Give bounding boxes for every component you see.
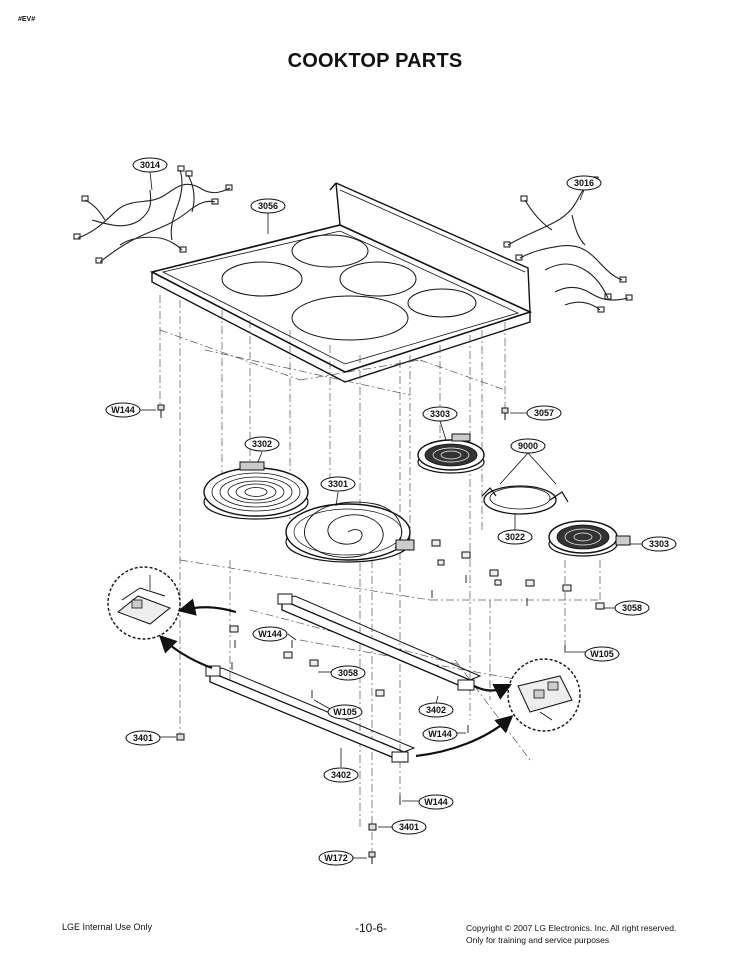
footer-copyright: Copyright © 2007 LG Electronics. Inc. Al… — [466, 922, 676, 946]
heating-element-3302 — [203, 461, 309, 520]
heating-element-3303-upper — [417, 433, 485, 474]
callout-w144-mid: W144 — [252, 626, 288, 642]
svg-text:W105: W105 — [333, 707, 357, 717]
callout-w144-right: W144 — [422, 726, 458, 742]
support-rail-upper — [277, 593, 482, 691]
svg-text:3016: 3016 — [574, 178, 594, 188]
svg-text:3056: 3056 — [258, 201, 278, 211]
callout-3014: 3014 — [132, 157, 168, 173]
mounting-clips — [229, 539, 605, 697]
svg-text:3303: 3303 — [649, 539, 669, 549]
glass-cooktop — [149, 182, 533, 383]
svg-text:3014: 3014 — [140, 160, 160, 170]
detail-view-right — [507, 658, 581, 732]
small-screws — [231, 575, 566, 805]
element-bracket-3022 — [481, 485, 569, 515]
screw-3401-left — [176, 733, 185, 741]
svg-text:W144: W144 — [424, 797, 448, 807]
svg-text:3057: 3057 — [534, 408, 554, 418]
callout-3016: 3016 — [566, 175, 602, 191]
svg-text:W172: W172 — [324, 853, 348, 863]
callout-w172: W172 — [318, 850, 354, 866]
callout-w144-top: W144 — [105, 402, 141, 418]
callout-3301: 3301 — [320, 476, 356, 492]
svg-text:3402: 3402 — [331, 770, 351, 780]
wire-harness-right — [503, 176, 633, 313]
heating-element-3303-right — [548, 520, 631, 557]
svg-text:3058: 3058 — [622, 603, 642, 613]
callout-w105-mid: W105 — [327, 704, 363, 720]
callout-3022: 3022 — [497, 529, 533, 545]
callout-3302: 3302 — [244, 436, 280, 452]
svg-text:W144: W144 — [428, 729, 452, 739]
callout-3057: 3057 — [526, 405, 562, 421]
svg-text:W105: W105 — [590, 649, 614, 659]
callout-9000: 9000 — [510, 438, 546, 454]
svg-text:3402: 3402 — [426, 705, 446, 715]
page-title: COOKTOP PARTS — [287, 50, 463, 72]
document-tag: #EV# — [18, 16, 36, 23]
svg-text:W144: W144 — [111, 405, 135, 415]
page-number: -10-6- — [355, 921, 388, 935]
svg-text:3022: 3022 — [505, 532, 525, 542]
callout-3058-right: 3058 — [614, 600, 650, 616]
callout-3058-mid: 3058 — [330, 665, 366, 681]
screw-3401-bottom — [368, 823, 377, 831]
callout-3401-left: 3401 — [125, 730, 161, 746]
detail-arrows — [158, 598, 514, 758]
callout-w105-right: W105 — [584, 646, 620, 662]
detail-view-left — [107, 566, 181, 640]
svg-text:3303: 3303 — [430, 409, 450, 419]
assembly-guide-lines — [159, 295, 601, 860]
callout-3402-lower: 3402 — [323, 767, 359, 783]
callout-3056: 3056 — [250, 198, 286, 214]
svg-text:3058: 3058 — [338, 668, 358, 678]
heating-element-3301 — [285, 501, 415, 563]
copyright-line: Copyright © 2007 LG Electronics. Inc. Al… — [466, 923, 677, 933]
screw-3057 — [501, 407, 509, 420]
support-rail-lower — [205, 665, 416, 763]
screw-w144-top — [157, 404, 165, 418]
svg-text:9000: 9000 — [518, 441, 538, 451]
svg-text:W144: W144 — [258, 629, 282, 639]
footer-internal-use: LGE Internal Use Only — [62, 922, 153, 932]
svg-text:3301: 3301 — [328, 479, 348, 489]
service-purpose-line: Only for training and service purposes — [466, 935, 610, 945]
svg-text:3401: 3401 — [133, 733, 153, 743]
part-callouts: 3014 3016 3056 W144 3303 3057 3302 9000 … — [105, 157, 677, 866]
callout-3303-upper: 3303 — [422, 406, 458, 422]
callout-w144-bottom: W144 — [418, 794, 454, 810]
callout-3303-right: 3303 — [641, 536, 677, 552]
callout-3402-upper: 3402 — [418, 702, 454, 718]
callout-3401-bottom: 3401 — [391, 819, 427, 835]
svg-text:3302: 3302 — [252, 439, 272, 449]
svg-text:3401: 3401 — [399, 822, 419, 832]
wire-harness-left — [73, 165, 233, 264]
screw-w172 — [368, 851, 376, 864]
